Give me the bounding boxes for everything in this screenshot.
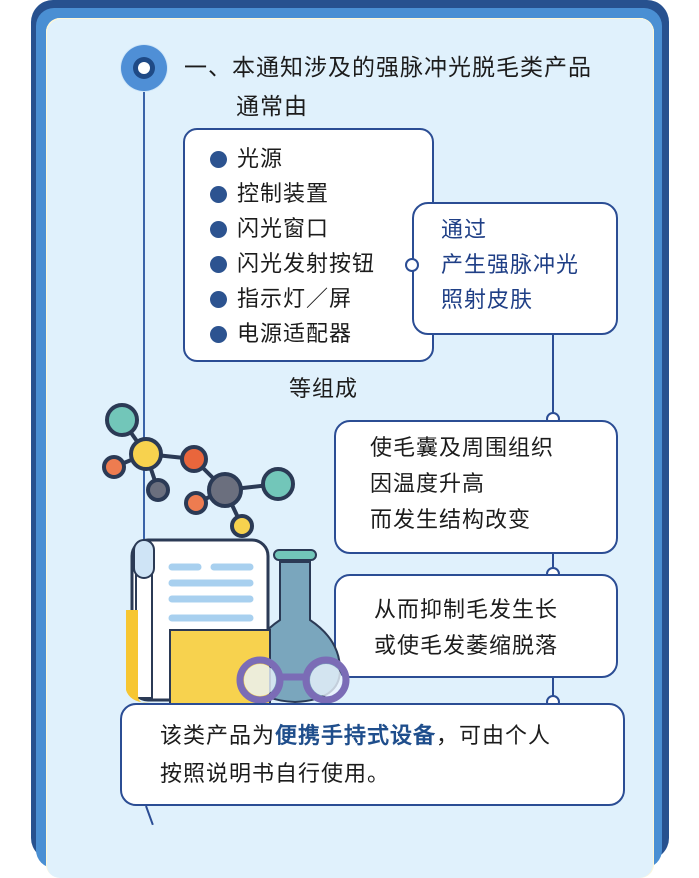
effect1-line: 而发生结构改变 xyxy=(370,508,532,533)
summary-box: 该类产品为便携手持式设备，可由个人 按照说明书自行使用。 xyxy=(120,703,625,806)
bullet-icon xyxy=(210,221,227,238)
summary-line2: 按照说明书自行使用。 xyxy=(160,762,391,787)
component-item: 电源适配器 xyxy=(210,317,375,352)
heading-line2: 通常由 xyxy=(236,94,308,120)
bullet-icon xyxy=(210,256,227,273)
components-box: 光源 控制装置 闪光窗口 闪光发射按钮 指示灯／屏 电源适配器 xyxy=(183,128,434,362)
connector-node xyxy=(405,258,419,272)
bullet-icon xyxy=(210,186,227,203)
effect1-line: 使毛囊及周围组织 xyxy=(370,436,555,461)
bullet-icon xyxy=(210,291,227,308)
components-suffix: 等组成 xyxy=(289,377,359,402)
components-list: 光源 控制装置 闪光窗口 闪光发射按钮 指示灯／屏 电源适配器 xyxy=(210,142,375,352)
mechanism-line: 照射皮肤 xyxy=(441,288,534,313)
component-item: 闪光窗口 xyxy=(210,212,375,247)
bullet-icon xyxy=(210,326,227,343)
mechanism-line: 产生强脉冲光 xyxy=(441,253,580,278)
mechanism-line: 通过 xyxy=(441,218,488,243)
effect2-box: 从而抑制毛发生长 或使毛发萎缩脱落 xyxy=(334,574,618,678)
component-item: 闪光发射按钮 xyxy=(210,247,375,282)
summary-line1: 该类产品为便携手持式设备，可由个人 xyxy=(160,724,552,749)
effect1-box: 使毛囊及周围组织 因温度升高 而发生结构改变 xyxy=(334,420,618,554)
component-item: 光源 xyxy=(210,142,375,177)
connector-line xyxy=(552,677,554,697)
connector-line xyxy=(552,553,554,569)
lab-illustration-icon xyxy=(102,403,350,705)
heading-marker-icon xyxy=(121,45,167,91)
component-item: 控制装置 xyxy=(210,177,375,212)
connector-line xyxy=(552,334,554,414)
timeline-line xyxy=(143,80,145,540)
bullet-icon xyxy=(210,151,227,168)
effect2-line: 从而抑制毛发生长 xyxy=(374,598,559,623)
summary-highlight: 便携手持式设备 xyxy=(275,724,437,749)
heading-line1: 一、本通知涉及的强脉冲光脱毛类产品 xyxy=(184,55,592,81)
effect1-line: 因温度升高 xyxy=(370,472,486,497)
effect2-line: 或使毛发萎缩脱落 xyxy=(374,634,559,659)
mechanism-box: 通过 产生强脉冲光 照射皮肤 xyxy=(412,202,618,335)
component-item: 指示灯／屏 xyxy=(210,282,375,317)
